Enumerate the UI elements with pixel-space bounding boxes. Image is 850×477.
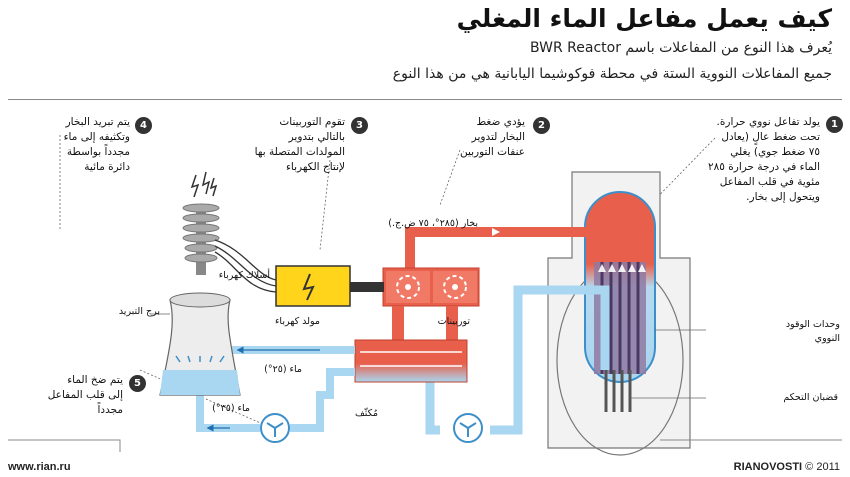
label-steam: بخار (٢٨٥°، ٧٥ ض.ج.) xyxy=(388,218,478,229)
step-number-5: 5 xyxy=(129,375,146,392)
exhaust-pipes xyxy=(392,306,458,342)
step-number-3: 3 xyxy=(351,117,368,134)
copyright: RIANOVOSTI © 2011 xyxy=(734,461,840,473)
power-pylon xyxy=(182,171,220,275)
feedwater-pipe xyxy=(425,285,610,435)
power-cables xyxy=(214,239,277,293)
site-url[interactable]: www.rian.ru xyxy=(8,461,71,473)
step-number-1: 1 xyxy=(826,116,843,133)
turbine-housing xyxy=(382,267,480,307)
label-water-25: ماء (٢٥°) xyxy=(264,364,302,375)
step-1-text: يولد تفاعل نووي حرارة.تحت ضغط عالٍ (يعاد… xyxy=(707,116,820,203)
pump-feedwater xyxy=(453,413,483,443)
label-generator: مولد كهرباء xyxy=(274,316,320,327)
subtitle-line-2: جميع المفاعلات النووية الستة في محطة فوك… xyxy=(392,66,832,82)
label-control-rods: قضبان التحكم xyxy=(783,392,838,403)
step-number-4: 4 xyxy=(135,117,152,134)
label-fuel-units: وحدات الوقود النووي xyxy=(785,319,840,344)
page-title: كيف يعمل مفاعل الماء المغلي xyxy=(456,4,832,33)
label-condenser: مُكثّف xyxy=(354,408,378,419)
label-water-35: ماء (٣٥°) xyxy=(212,403,250,414)
steam-pipe xyxy=(405,227,590,268)
header-divider xyxy=(8,99,842,100)
generator xyxy=(275,265,351,307)
brand-logo: RIANOVOSTI xyxy=(733,461,803,473)
condenser xyxy=(354,339,468,383)
label-cooling-tower: برج التبريد xyxy=(118,306,160,317)
step-number-2: 2 xyxy=(533,117,550,134)
pump-cooling xyxy=(260,413,290,443)
label-power-lines: أسلاك كهرباء xyxy=(218,270,270,281)
subtitle-line-1: يُعرف هذا النوع من المفاعلات باسم BWR Re… xyxy=(530,40,832,56)
label-turbines: توربينات xyxy=(437,316,470,327)
cooling-tower xyxy=(159,292,241,396)
copyright-year: © 2011 xyxy=(805,461,840,473)
turbine-shaft xyxy=(350,282,384,292)
